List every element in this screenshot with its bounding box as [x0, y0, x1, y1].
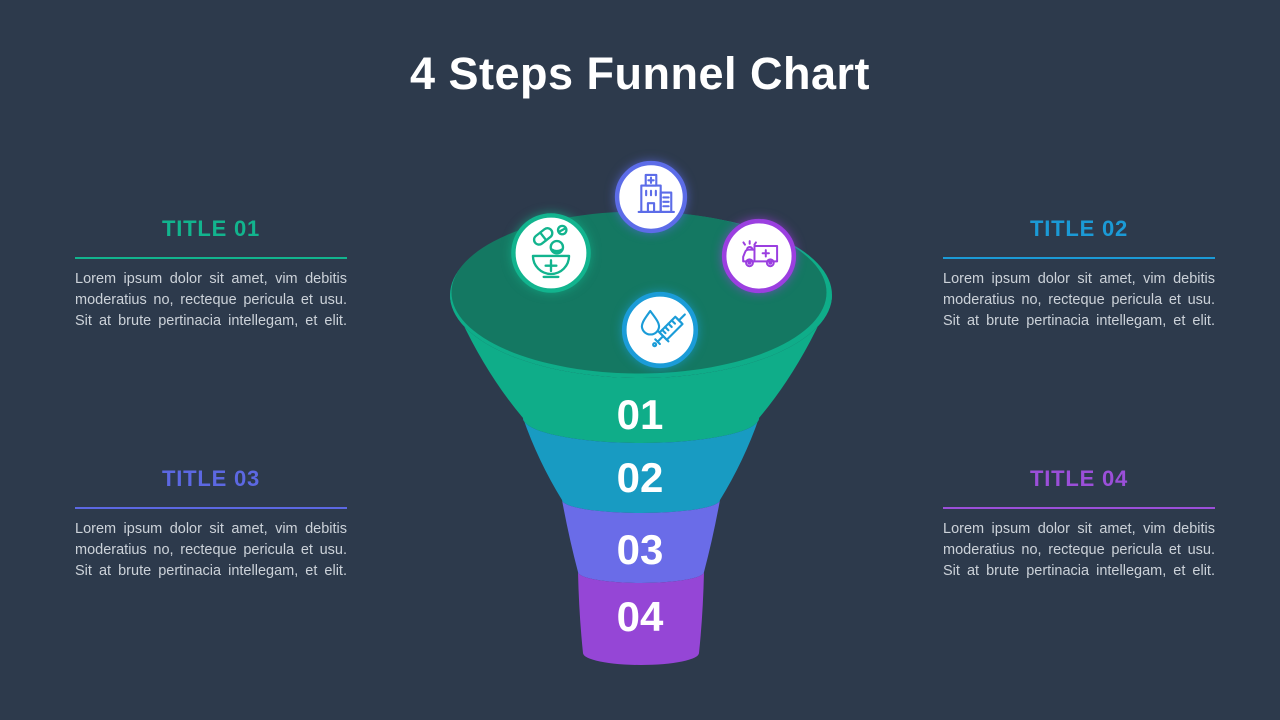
funnel-step-1-number: 01 [617, 391, 664, 438]
badge-ring [511, 213, 591, 293]
icon-badge-ambulance [721, 218, 797, 294]
funnel-step-3-number: 03 [617, 526, 664, 573]
info-block-3: TITLE 03 Lorem ipsum dolor sit amet, vim… [75, 466, 347, 582]
funnel-step-1-shape [450, 295, 832, 443]
block-body-4: Lorem ipsum dolor sit amet, vim debitis … [943, 521, 1215, 579]
block-body-3: Lorem ipsum dolor sit amet, vim debitis … [75, 521, 347, 579]
title-underline-3 [75, 507, 347, 509]
title-underline-1 [75, 257, 347, 259]
block-title-2: TITLE 02 [1029, 216, 1129, 241]
block-body-1: Lorem ipsum dolor sit amet, vim debitis … [75, 271, 347, 329]
block-title-3: TITLE 03 [161, 466, 261, 491]
pharmacy-mortar-icon [531, 224, 571, 279]
info-block-1: TITLE 01 Lorem ipsum dolor sit amet, vim… [75, 216, 347, 332]
info-block-2: TITLE 02 Lorem ipsum dolor sit amet, vim… [943, 216, 1215, 332]
hospital-building-icon [637, 173, 675, 214]
funnel-step-2-number: 02 [617, 454, 664, 501]
funnel-step-4-shape [578, 572, 704, 665]
funnel-step-4-number: 04 [617, 593, 664, 640]
icon-badge-pharmacy [510, 212, 592, 294]
badge-ring [614, 160, 688, 234]
badge-ring [721, 218, 797, 294]
ambulance-icon [742, 240, 779, 268]
icon-badge-syringe [621, 291, 699, 369]
page-title: 4 Steps Funnel Chart [409, 48, 871, 99]
block-title-4: TITLE 04 [1029, 466, 1129, 491]
title-underline-4 [943, 507, 1215, 509]
funnel-step-2-shape [523, 418, 759, 513]
funnel-step-3-shape [562, 500, 720, 583]
icon-badge-hospital [614, 160, 688, 234]
badge-ring [621, 291, 699, 369]
syringe-icon [640, 309, 686, 348]
block-body-2: Lorem ipsum dolor sit amet, vim debitis … [943, 271, 1215, 329]
title-underline-2 [943, 257, 1215, 259]
info-block-4: TITLE 04 Lorem ipsum dolor sit amet, vim… [943, 466, 1215, 582]
block-title-1: TITLE 01 [161, 216, 261, 241]
